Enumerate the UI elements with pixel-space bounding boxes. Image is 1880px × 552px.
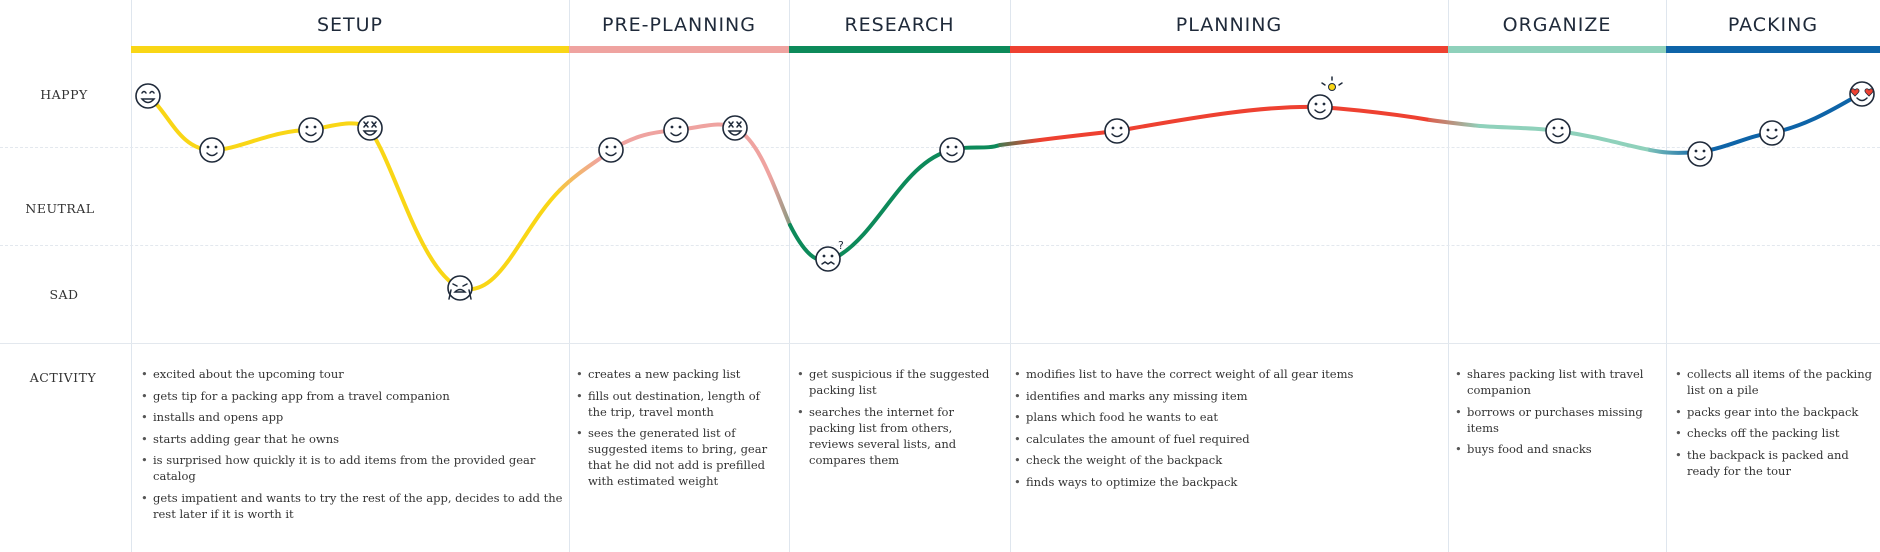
crying-face-icon [447, 275, 473, 301]
list-item: packs gear into the backpack [1673, 404, 1873, 420]
phase-title-organize: ORGANIZE [1502, 14, 1612, 36]
phase-title-planning: PLANNING [1175, 14, 1283, 36]
list-item: get suspicious if the suggested packing … [795, 366, 995, 398]
column-divider [131, 0, 132, 552]
list-item: starts adding gear that he owns [139, 431, 564, 447]
smile-face-icon [939, 137, 965, 163]
list-item: installs and opens app [139, 409, 564, 425]
list-item: shares packing list with travel companio… [1453, 366, 1653, 398]
activity-list-setup: excited about the upcoming tour gets tip… [139, 366, 564, 527]
list-item: gets tip for a packing app from a travel… [139, 388, 564, 404]
activity-divider [0, 343, 1880, 344]
column-divider [789, 0, 790, 552]
phase-bar-planning [1010, 46, 1448, 53]
row-label-neutral: NEUTRAL [25, 201, 95, 216]
row-label-happy: HAPPY [40, 87, 88, 102]
list-item: collects all items of the packing list o… [1673, 366, 1873, 398]
phase-title-research: RESEARCH [844, 14, 955, 36]
column-divider [1010, 0, 1011, 552]
list-item: identifies and marks any missing item [1012, 388, 1437, 404]
phase-bar-research [789, 46, 1010, 53]
curve-segment-setup [146, 93, 562, 292]
list-item: buys food and snacks [1453, 441, 1653, 457]
list-item: the backpack is packed and ready for the… [1673, 447, 1873, 479]
smile-face-icon [598, 137, 624, 163]
curve-transition-preplanning-research [733, 126, 792, 227]
list-item: calculates the amount of fuel required [1012, 431, 1437, 447]
svg-text:?: ? [838, 239, 844, 252]
row-label-sad: SAD [49, 287, 79, 302]
phase-title-pre-planning: PRE-PLANNING [602, 14, 756, 36]
column-divider [1448, 0, 1449, 552]
list-item: fills out destination, length of the tri… [574, 388, 774, 420]
smile-face-icon [1759, 120, 1785, 146]
list-item: modifies list to have the correct weight… [1012, 366, 1437, 382]
confused-face-icon: ? [815, 239, 844, 272]
emotion-curve: ? [135, 76, 1875, 301]
column-divider [569, 0, 570, 552]
activity-list-pre-planning: creates a new packing list fills out des… [574, 366, 774, 495]
column-divider [1666, 0, 1667, 552]
phase-bar-setup [131, 46, 569, 53]
phase-title-setup: SETUP [316, 14, 384, 36]
list-item: is surprised how quickly it is to add it… [139, 452, 564, 484]
list-item: gets impatient and wants to try the rest… [139, 490, 564, 522]
list-item: creates a new packing list [574, 366, 774, 382]
curve-transition-planning-organize [1428, 118, 1482, 128]
curve-segment-packing [1698, 91, 1864, 154]
star-eyes-face-icon [357, 115, 383, 141]
grin-face-icon [135, 83, 161, 109]
phase-bar-packing [1666, 46, 1880, 53]
phase-bar-pre-planning [569, 46, 789, 53]
activity-list-research: get suspicious if the suggested packing … [795, 366, 995, 473]
activity-list-organize: shares packing list with travel companio… [1453, 366, 1653, 463]
smile-face-icon [1687, 141, 1713, 167]
list-item: finds ways to optimize the backpack [1012, 474, 1437, 490]
activity-list-planning: modifies list to have the correct weight… [1012, 366, 1437, 495]
list-item: sees the generated list of suggested ite… [574, 425, 774, 489]
smile-face-icon [663, 117, 689, 143]
list-item: checks off the packing list [1673, 425, 1873, 441]
activity-list-packing: collects all items of the packing list o… [1673, 366, 1873, 484]
smile-face-icon [1104, 118, 1130, 144]
smile-face-icon [1545, 118, 1571, 144]
list-item: check the weight of the backpack [1012, 452, 1437, 468]
smile-face-icon [199, 137, 225, 163]
curve-segment-research [788, 143, 1002, 263]
list-item: searches the internet for packing list f… [795, 404, 995, 468]
phase-title-packing: PACKING [1727, 14, 1819, 36]
list-item: borrows or purchases missing items [1453, 404, 1653, 436]
list-item: excited about the upcoming tour [139, 366, 564, 382]
idea-face-icon [1307, 76, 1343, 120]
star-eyes-face-icon [722, 115, 748, 141]
heart-eyes-face-icon [1849, 81, 1875, 107]
row-label-activity: ACTIVITY [29, 370, 97, 385]
curve-transition-research-planning [998, 138, 1042, 147]
list-item: plans which food he wants to eat [1012, 409, 1437, 425]
phase-bar-organize [1448, 46, 1666, 53]
smile-face-icon [298, 117, 324, 143]
curve-segment-planning [1038, 104, 1432, 142]
neutral-lower-guide [0, 245, 1880, 246]
